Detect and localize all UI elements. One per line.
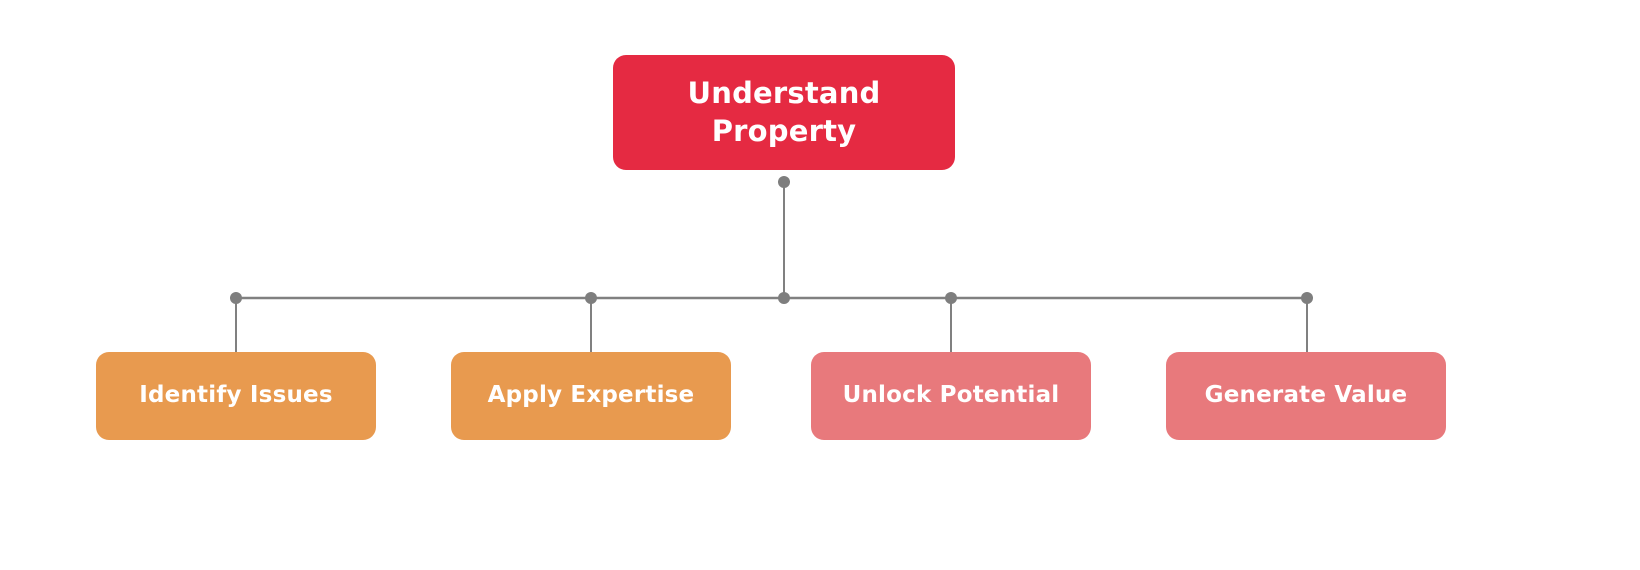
junction-dot-apply-expertise-icon <box>585 292 597 304</box>
junction-dot-identify-issues-icon <box>230 292 242 304</box>
node-generate-value[interactable]: Generate Value <box>1166 352 1446 440</box>
node-label-identify-issues: Identify Issues <box>139 382 333 409</box>
node-unlock-potential[interactable]: Unlock Potential <box>811 352 1091 440</box>
node-label-apply-expertise: Apply Expertise <box>487 382 695 409</box>
node-label-unlock-potential: Unlock Potential <box>842 382 1060 409</box>
node-identify-issues[interactable]: Identify Issues <box>96 352 376 440</box>
junction-dot-generate-value-icon <box>1301 292 1313 304</box>
node-understand-property[interactable]: Understand Property <box>613 55 955 170</box>
junction-dot-center-icon <box>778 292 790 304</box>
junction-dot-unlock-potential-icon <box>945 292 957 304</box>
trunk-top-dot-icon <box>778 176 790 188</box>
node-apply-expertise[interactable]: Apply Expertise <box>451 352 731 440</box>
node-label-understand-property: Understand Property <box>687 76 881 148</box>
node-label-generate-value: Generate Value <box>1204 382 1408 409</box>
